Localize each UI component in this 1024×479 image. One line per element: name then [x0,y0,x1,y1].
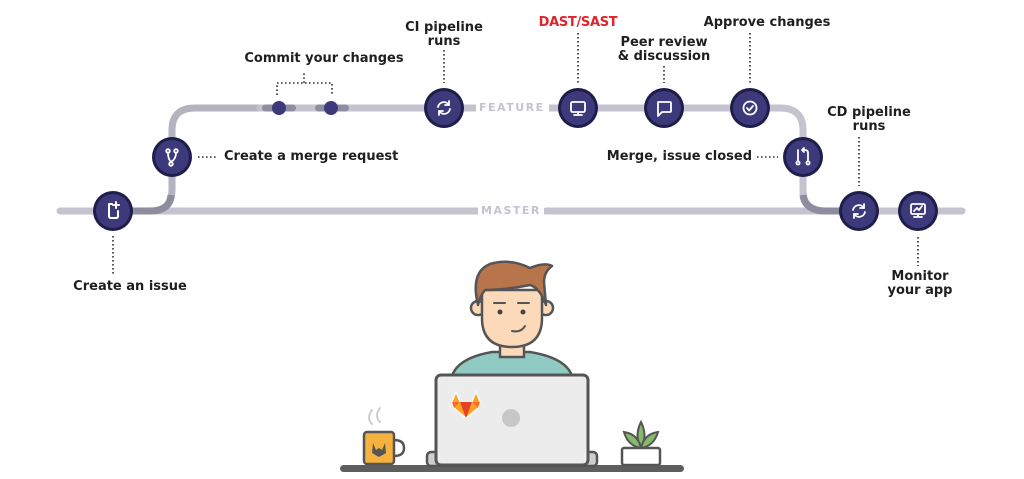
node-fill [155,140,189,174]
monitor-icon [570,101,586,116]
label-dast-sast: DAST/SAST [538,15,618,30]
label-commit: Commit your changes [244,51,404,66]
label-ci-line1: CI pipeline [405,20,483,35]
node-peer-review[interactable] [644,88,684,128]
node-ci-pipeline[interactable] [424,88,464,128]
branch-icon [165,148,179,167]
node-fill [96,194,130,228]
node-cd-pipeline[interactable] [839,191,879,231]
branch-off-curve-shadow [128,194,175,215]
feature-branch-label: FEATURE [476,102,548,114]
coffee-mug [362,407,406,466]
node-fill [842,194,876,228]
label-monitor: Monitor your app [880,270,960,298]
merge-curve-shadow [799,194,845,215]
hair [474,260,554,307]
sync-icon [437,100,451,116]
node-approve[interactable] [730,88,770,128]
comment-icon [657,101,672,117]
node-create-issue[interactable] [93,191,133,231]
commit-dot-icon[interactable] [324,101,338,115]
node-monitor[interactable] [898,191,938,231]
node-fill [733,91,767,125]
label-cd-line2: runs [852,119,886,134]
commit-dot-icon[interactable] [272,101,286,115]
node-fill [561,91,595,125]
node-fill [647,91,681,125]
laptop-logo-dot [502,409,520,427]
connectors [112,33,919,275]
label-ci-pipeline: CI pipeline runs [404,21,484,49]
potted-plant [620,419,662,467]
label-monitor-line2: your app [887,283,953,298]
label-cd-line1: CD pipeline [827,105,911,120]
eye-right [520,309,526,315]
label-merge: Merge, issue closed [606,149,752,164]
node-merge-request[interactable] [152,137,192,177]
label-approve: Approve changes [703,15,831,30]
desk [340,465,684,472]
label-create-issue: Create an issue [73,279,187,294]
node-fill [786,140,820,174]
label-peer-line1: Peer review [620,35,708,50]
eye-left [497,309,503,315]
node-fill [901,194,935,228]
node-dast-sast[interactable] [558,88,598,128]
gitlab-tanuki-logo [451,390,481,419]
label-peer-review: Peer review & discussion [614,36,714,64]
label-ci-line2: runs [427,34,461,49]
master-branch-label: MASTER [478,205,544,217]
label-peer-line2: & discussion [617,49,711,64]
label-merge-request: Create a merge request [224,149,399,164]
merge-icon [795,147,811,166]
label-cd-pipeline: CD pipeline runs [819,106,919,134]
check-circle-icon [742,100,758,116]
issue-new-icon [108,201,120,219]
label-monitor-line1: Monitor [891,269,949,284]
developer-illustration [340,260,684,472]
face [480,288,544,349]
node-fill [427,91,461,125]
sync-icon [852,203,866,219]
chart-monitor-icon [910,203,926,218]
node-merge[interactable] [783,137,823,177]
workflow-nodes [93,88,938,231]
connector-commit [276,72,333,95]
smile [511,325,526,333]
shirt [450,350,574,378]
